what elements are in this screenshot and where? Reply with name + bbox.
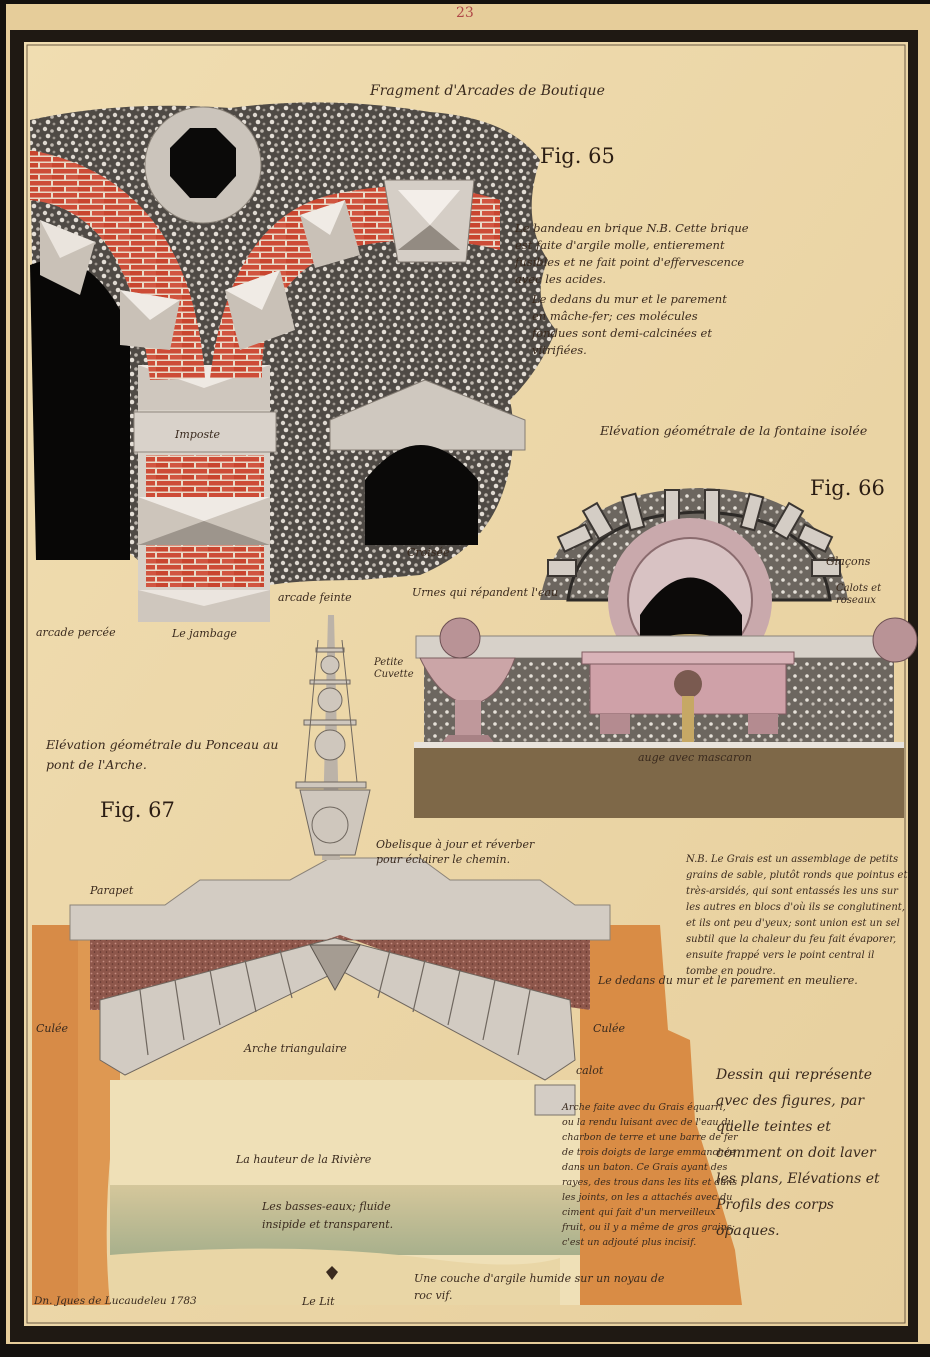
label-dedans-meuliere: Le dedans du mur et le parement en meuli… (598, 974, 858, 987)
label-glacons: Glaçons (826, 555, 871, 568)
fig65-note-dedans: Le dedans du mur et le parement en mâche… (532, 292, 727, 357)
label-calot: calot (576, 1064, 604, 1077)
note-grais: N.B. Le Grais est un assemblage de petit… (686, 854, 908, 977)
note-arche: Arche faite avec du Grais équarri, ou la… (562, 1102, 738, 1248)
fig65-note-bandeau: Le bandeau en brique N.B. Cette brique e… (515, 221, 749, 286)
fig67-drawing (32, 615, 742, 1305)
label-arche-triangulaire: Arche triangulaire (244, 1042, 347, 1055)
label-jambage: Le jambage (172, 627, 237, 640)
page-number: 23 (456, 5, 474, 21)
caption: Dessin qui représente avec des figures, … (716, 1067, 880, 1239)
fig65-title: Fragment d'Arcades de Boutique (370, 83, 605, 99)
label-couche-argile: Une couche d'argile humide sur un noyau … (414, 1272, 665, 1302)
label-arcade-feinte: arcade feinte (278, 591, 352, 604)
label-culee-right: Culée (593, 1022, 626, 1035)
label-auge: auge avec mascaron (638, 751, 752, 764)
label-basses-eaux: Les basses-eaux; fluide insipide et tran… (262, 1200, 394, 1231)
label-riviere: La hauteur de la Rivière (236, 1153, 372, 1166)
fig67-label: Fig. 67 (100, 798, 175, 822)
fig66-drawing (414, 488, 918, 818)
label-croisee: Croisée (407, 546, 450, 559)
label-lit: Le Lit (302, 1295, 335, 1308)
label-parapet: Parapet (90, 884, 134, 897)
fig65-drawing (30, 102, 556, 622)
label-arcade-percee: arcade percée (36, 626, 116, 639)
label-obelisque: Obelisque à jour et réverber pour éclair… (376, 838, 535, 866)
fig67-title: Elévation géométrale du Ponceau au pont … (46, 737, 279, 772)
fig66-title: Elévation géométrale de la fontaine isol… (600, 423, 868, 438)
signature: Dn. Jques de Lucaudeleu 1783 (34, 1295, 197, 1307)
label-culee-left: Culée (36, 1022, 69, 1035)
label-calots: Calots et roseaux (836, 583, 882, 606)
fig65-label: Fig. 65 (540, 144, 615, 168)
fig66-label: Fig. 66 (810, 476, 885, 500)
label-urnes: Urnes qui répandent l'eau (412, 586, 559, 599)
label-imposte: Imposte (175, 428, 221, 441)
label-petite-cuvette: Petite Cuvette (374, 657, 414, 680)
